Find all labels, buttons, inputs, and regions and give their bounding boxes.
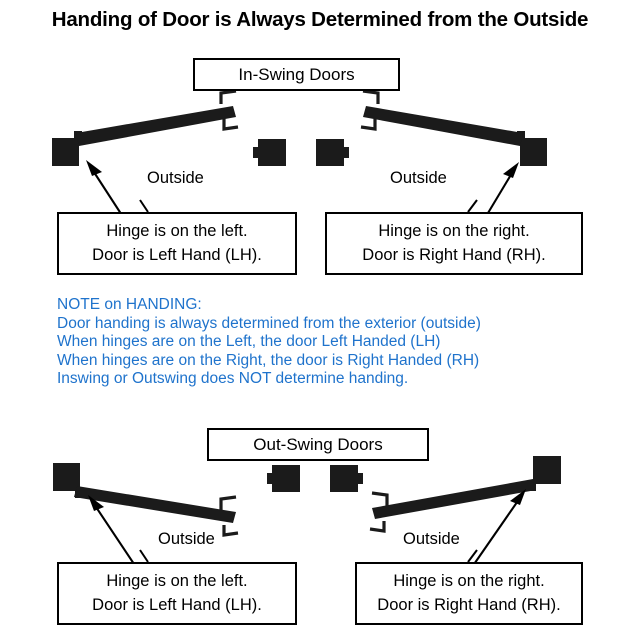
hinge-nub [528,481,536,491]
jamb-block [533,456,561,484]
note-line-2: When hinges are on the Left, the door Le… [57,333,441,351]
callout-leader-right [467,199,478,213]
outside-label-in-swing-right: Outside [390,169,447,187]
door-panel [74,486,236,523]
hinge-pointer-line [91,500,139,571]
center-jamb-right-nub [357,473,363,484]
door-panel [76,106,236,146]
outside-label-out-swing-left: Outside [158,530,215,548]
out-swing-right-door [369,456,561,571]
callout-out-swing-left: Hinge is on the left. Door is Left Hand … [57,562,297,625]
hinge-pointer-head [510,489,526,505]
outside-label-out-swing-right: Outside [403,530,460,548]
section-header-in-swing: In-Swing Doors [193,58,400,91]
callout-in-swing-left: Hinge is on the left. Door is Left Hand … [57,212,297,275]
note-heading: NOTE on HANDING: [57,296,202,313]
center-jamb-left-nub [267,473,273,484]
in-swing-center-jambs [253,139,349,166]
hinge-pointer-head [503,162,519,178]
door-handle-lower [222,119,239,131]
door-handle-upper [371,491,389,506]
center-jamb-right-nub [343,147,349,158]
hinge-pointer-line [469,494,523,571]
note-line-1: Door handing is always determined from t… [57,314,481,332]
callout-line-1: Hinge is on the right. [393,572,545,591]
section-header-label: In-Swing Doors [238,64,355,84]
callout-leader-right [467,549,478,563]
page-title: Handing of Door is Always Determined fro… [51,8,589,31]
callout-line-1: Hinge is on the left. [106,572,248,591]
hinge-nub [517,131,525,141]
outside-label-in-swing-left: Outside [147,169,204,187]
hinge-nub [74,131,82,141]
center-jamb-right [330,465,358,492]
callout-leader-left [139,199,149,213]
handing-note: NOTE on HANDING: Door handing is always … [57,296,481,389]
center-jamb-left [272,465,300,492]
out-swing-center-jambs [267,465,363,492]
door-panel [372,479,536,519]
door-handle-upper [219,89,237,104]
section-header-out-swing: Out-Swing Doors [207,428,429,461]
callout-line-1: Hinge is on the left. [106,222,248,241]
callout-leader-left [139,549,149,563]
door-panel [363,106,523,146]
jamb-block [53,463,80,491]
callout-line-2: Door is Right Hand (RH). [377,595,561,614]
center-jamb-left-nub [253,147,259,158]
callout-line-1: Hinge is on the right. [378,222,530,241]
section-header-label: Out-Swing Doors [253,434,383,454]
jamb-block [52,138,79,166]
callout-out-swing-right: Hinge is on the right. Door is Right Han… [355,562,583,625]
door-handle-upper [219,495,237,510]
door-handle-lower [360,119,377,131]
callout-line-2: Door is Left Hand (LH). [92,595,262,614]
door-handle-lower [369,521,386,533]
door-handle-upper [362,89,380,104]
out-swing-left-door [53,463,239,571]
callout-in-swing-right: Hinge is on the right. Door is Right Han… [325,212,583,275]
center-jamb-left [258,139,286,166]
hinge-pointer-head [86,160,102,176]
hinge-nub [75,488,83,498]
door-handle-lower [222,525,239,537]
note-line-3: When hinges are on the Right, the door i… [57,351,480,369]
callout-line-2: Door is Left Hand (LH). [92,245,262,264]
center-jamb-right [316,139,344,166]
note-line-4: Inswing or Outswing does NOT determine h… [57,370,409,388]
jamb-block [520,138,547,166]
hinge-pointer-head [88,495,104,511]
callout-line-2: Door is Right Hand (RH). [362,245,546,264]
